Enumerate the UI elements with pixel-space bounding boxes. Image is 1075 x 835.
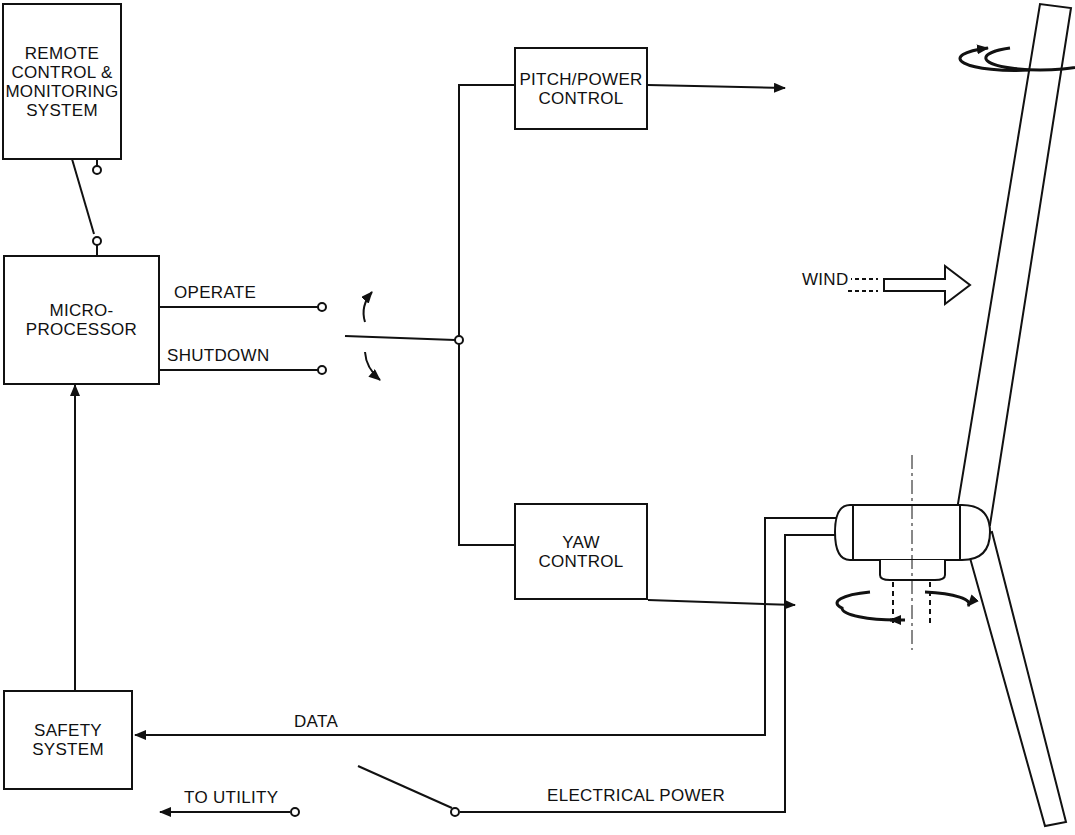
centerline xyxy=(912,455,913,650)
switch-arm xyxy=(345,336,455,340)
switch-arc xyxy=(364,292,372,322)
connector xyxy=(96,160,98,255)
wind-label: WIND xyxy=(800,270,851,289)
switch-arm xyxy=(358,766,452,808)
upper-blade xyxy=(955,4,1071,525)
yaw-box: YAW CONTROL xyxy=(514,503,648,600)
box-text: SAFETY SYSTEM xyxy=(11,721,125,759)
lower-blade xyxy=(965,532,1066,826)
signal-label: SHUTDOWN xyxy=(165,346,272,365)
wind-arrow xyxy=(884,266,970,304)
utility-arrow xyxy=(160,811,290,813)
nacelle-line xyxy=(852,505,854,560)
connector xyxy=(160,344,514,545)
yaw-rotation xyxy=(925,592,969,606)
pitch-rotation xyxy=(986,48,1075,70)
wind-dash xyxy=(848,278,878,280)
line-label: ELECTRICAL POWER xyxy=(545,786,727,805)
yaw-rotation xyxy=(837,592,900,620)
box-text: YAW CONTROL xyxy=(522,533,640,571)
junction xyxy=(455,336,463,344)
box-text: MICRO- PROCESSOR xyxy=(11,301,152,339)
tower-line xyxy=(929,582,931,625)
remote-box: REMOTE CONTROL & MONITORING SYSTEM xyxy=(2,3,122,160)
switch-terminal xyxy=(93,237,101,245)
switch-terminal xyxy=(291,808,299,816)
switch-arc xyxy=(365,352,380,380)
connector xyxy=(74,385,76,690)
connector xyxy=(160,85,514,336)
box-text: REMOTE CONTROL & MONITORING SYSTEM xyxy=(5,44,118,120)
box-text: PITCH/POWER CONTROL xyxy=(519,70,642,108)
data-line xyxy=(135,518,838,735)
yaw-rotation xyxy=(890,619,905,622)
pitch-box: PITCH/POWER CONTROL xyxy=(514,47,648,130)
nacelle-line xyxy=(959,505,961,560)
yaw-output xyxy=(648,600,795,605)
switch-terminal xyxy=(93,166,101,174)
signal-label: OPERATE xyxy=(172,283,258,302)
switch-terminal xyxy=(318,303,326,311)
switch-terminal xyxy=(318,366,326,374)
line-label: DATA xyxy=(292,712,340,731)
switch-terminal xyxy=(451,808,459,816)
pitch-rotation xyxy=(960,48,1030,70)
line-label: TO UTILITY xyxy=(182,788,280,807)
safety-box: SAFETY SYSTEM xyxy=(3,690,133,790)
wind-dash xyxy=(848,290,878,292)
processor-box: MICRO- PROCESSOR xyxy=(3,255,160,385)
pitch-output xyxy=(648,85,785,88)
